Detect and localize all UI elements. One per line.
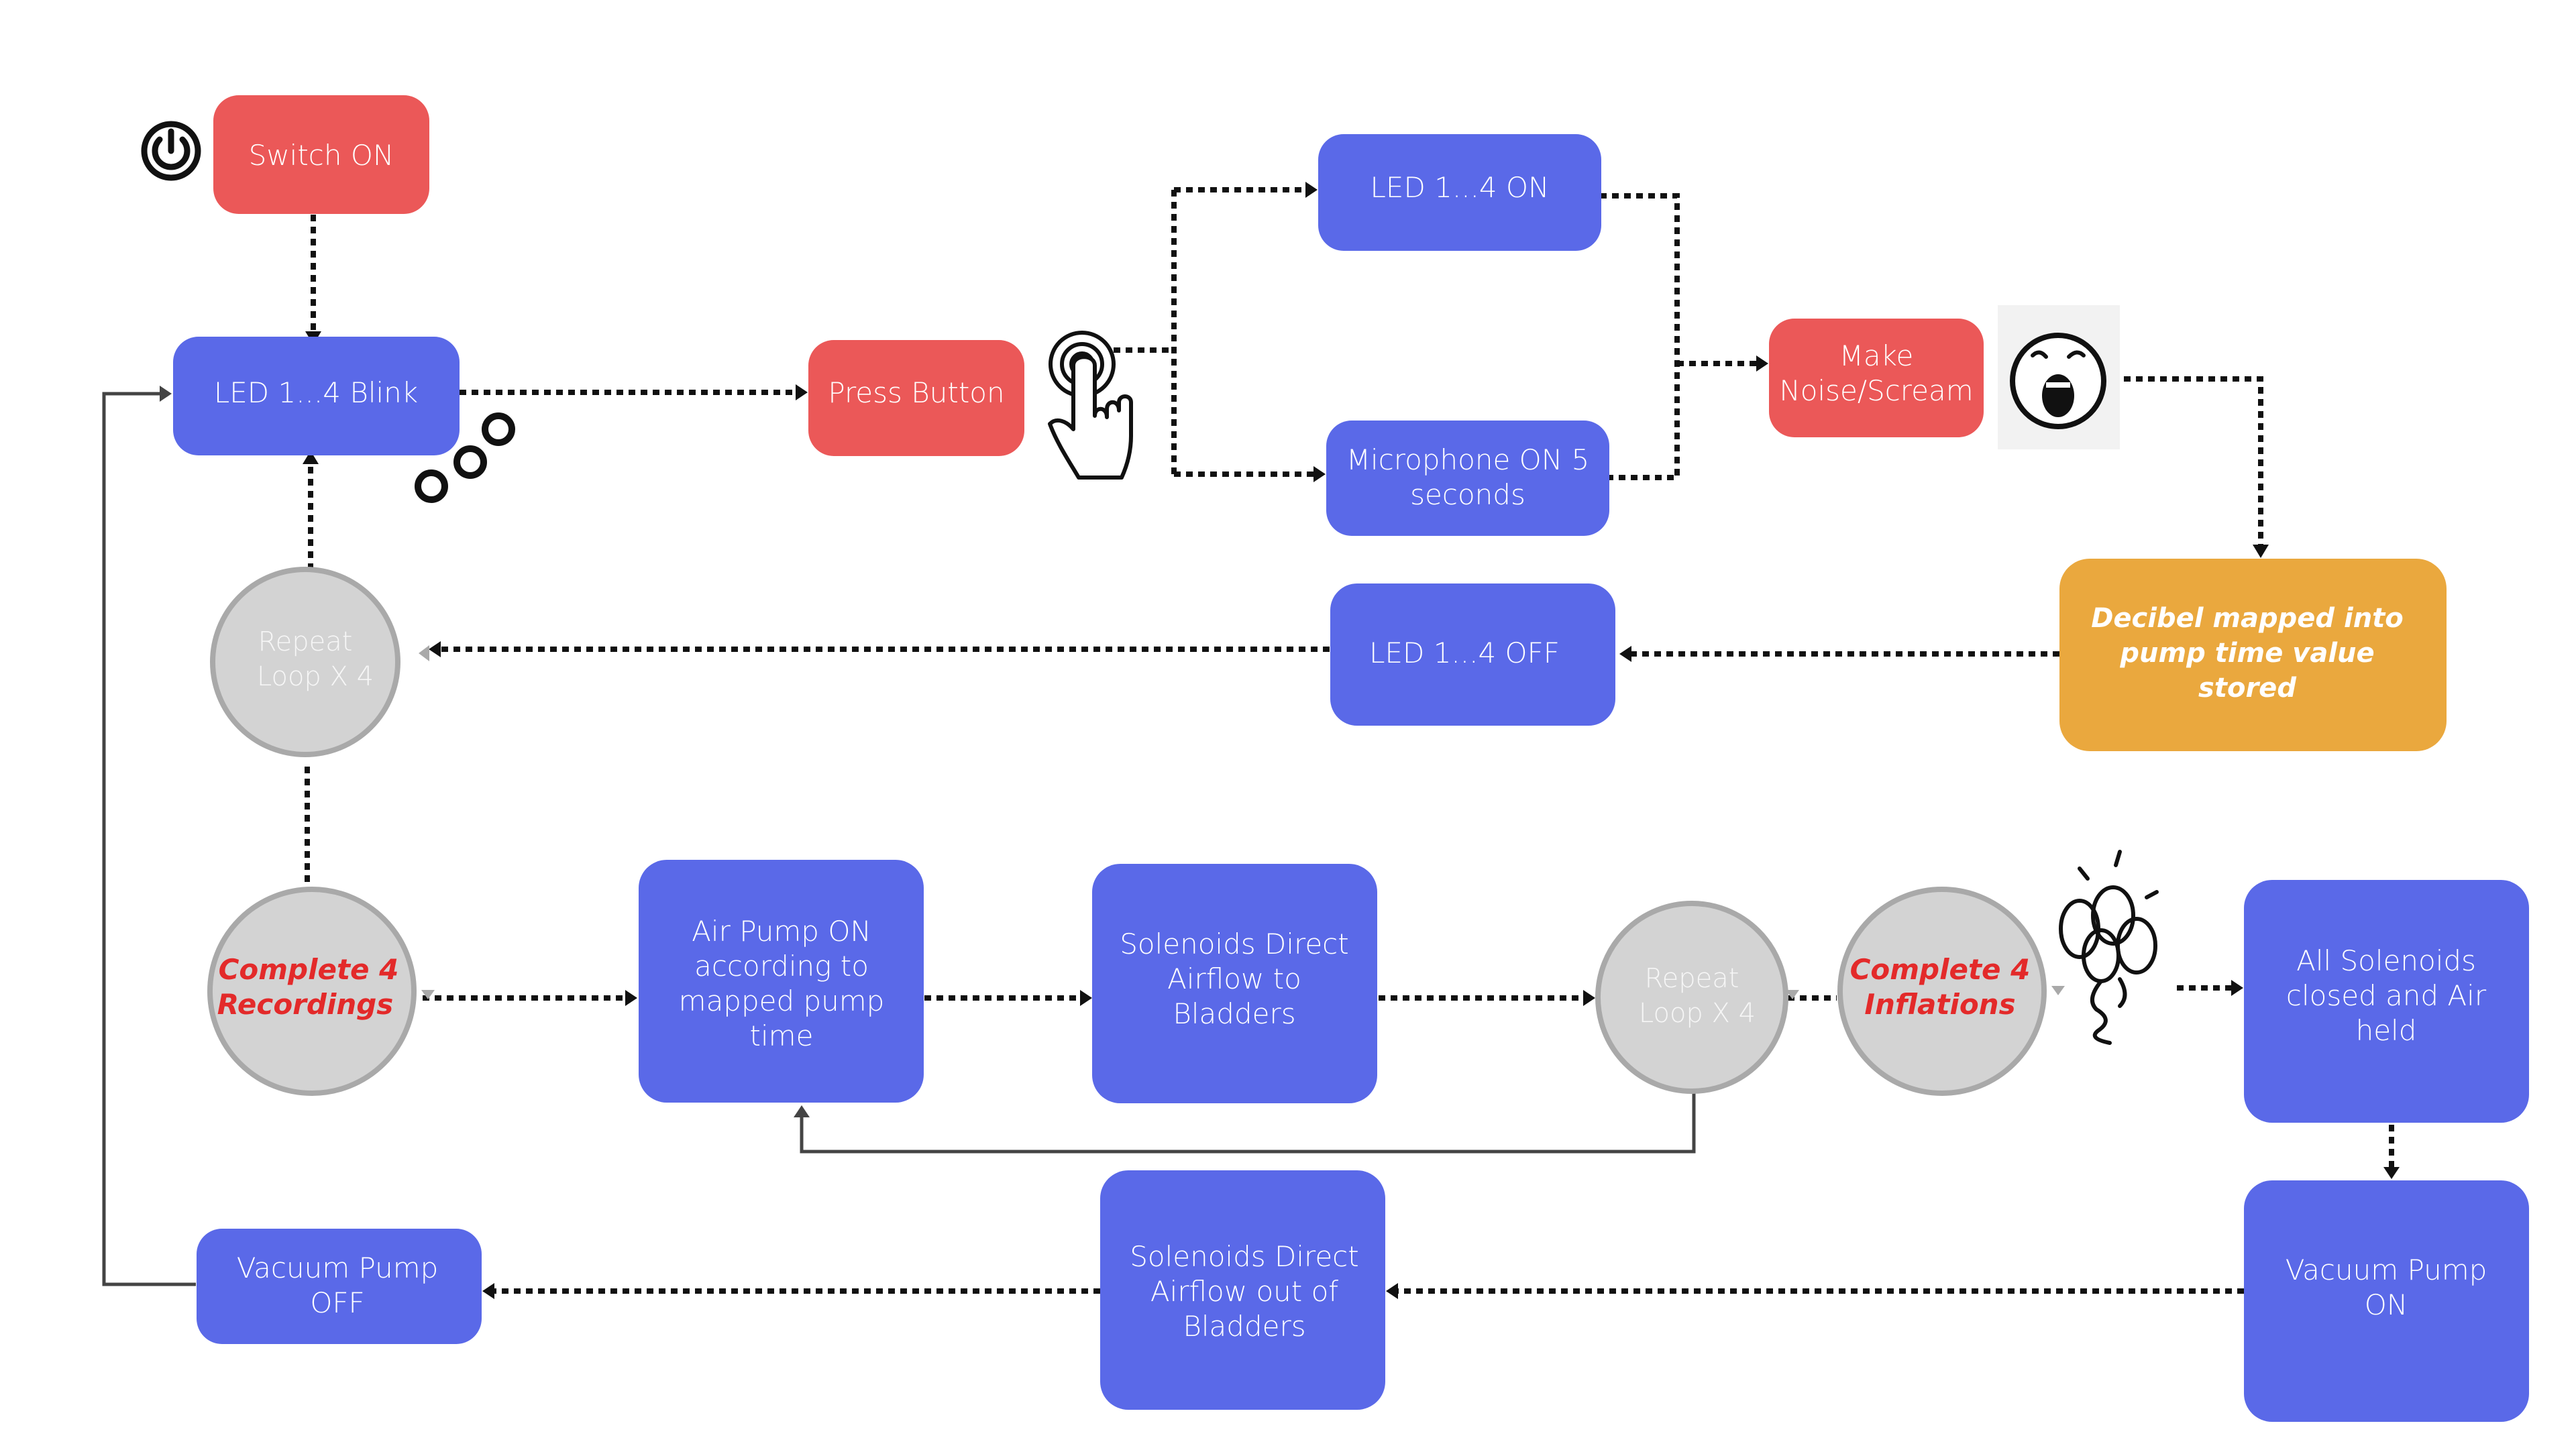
led-blink-node: LED 1...4 Blink <box>173 337 460 455</box>
complete-recordings-node: Complete 4 Recordings <box>207 887 435 1096</box>
arrowhead <box>303 451 319 464</box>
repeat-loop-1-label-1: Repeat <box>258 626 353 657</box>
press-button-node: Press Button <box>808 340 1024 456</box>
solenoids-to-label-2: Airflow to <box>1167 962 1301 995</box>
arrowhead <box>1583 990 1595 1006</box>
press-button-label: Press Button <box>828 376 1004 409</box>
complete-recordings-label-2: Recordings <box>217 988 394 1021</box>
vacuum-off-label-1: Vacuum Pump <box>237 1251 439 1284</box>
arrowhead <box>429 641 441 657</box>
vacuum-on-label-1: Vacuum Pump <box>2286 1254 2487 1286</box>
led-off-node: LED 1...4 OFF <box>1330 583 1615 726</box>
decibel-label-1: Decibel mapped into <box>2091 603 2404 634</box>
connector-scream-to-decibel <box>2112 376 2263 547</box>
complete-inflations-label-1: Complete 4 <box>1850 953 2031 986</box>
switch-on-label: Switch ON <box>249 139 394 172</box>
power-icon <box>141 121 201 181</box>
arrowhead <box>482 1283 494 1299</box>
air-pump-label-1: Air Pump ON <box>692 915 871 948</box>
blink-circles-icon <box>415 412 515 503</box>
connector-vacuum-off-to-blink <box>102 392 196 1286</box>
arrowhead <box>1756 355 1768 372</box>
led-blink-label: LED 1...4 Blink <box>214 376 418 409</box>
complete-inflations-node: Complete 4 Inflations <box>1837 887 2065 1096</box>
solenoids-to-label-1: Solenoids Direct <box>1120 928 1349 960</box>
complete-recordings-label-1: Complete 4 <box>219 953 399 986</box>
solenoids-out-label-3: Bladders <box>1183 1310 1305 1343</box>
solenoids-out-label-1: Solenoids Direct <box>1130 1240 1359 1273</box>
all-solenoids-label-2: closed and Air <box>2286 979 2487 1012</box>
make-noise-node: Make Noise/Scream <box>1769 319 1984 437</box>
connectors <box>102 182 2400 1299</box>
led-on-label: LED 1...4 ON <box>1371 171 1550 204</box>
all-solenoids-label-1: All Solenoids <box>2296 944 2476 977</box>
connector-led-on-right <box>1600 193 1680 480</box>
arrowhead <box>794 1105 810 1117</box>
arrowhead <box>2253 545 2269 558</box>
arrowhead <box>625 990 637 1006</box>
microphone-label-2: seconds <box>1410 478 1525 511</box>
solenoids-to-bladders-node: Solenoids Direct Airflow to Bladders <box>1092 864 1377 1103</box>
repeat-loop-2-label-2: Loop X 4 <box>1639 998 1756 1029</box>
arrowhead <box>1305 182 1318 198</box>
arrowhead <box>1313 466 1326 482</box>
repeat-loop-1-node: Repeat Loop X 4 <box>210 567 429 757</box>
vacuum-off-label-2: OFF <box>310 1286 364 1319</box>
arrowhead <box>1080 990 1092 1006</box>
balloons-icon <box>2059 850 2159 1045</box>
pointing-hand-icon <box>1048 331 1133 480</box>
led-on-node: LED 1...4 ON <box>1318 134 1601 251</box>
complete-inflations-label-2: Inflations <box>1864 988 2015 1021</box>
make-noise-label-1: Make <box>1839 339 1914 372</box>
screaming-face-icon <box>1998 305 2120 449</box>
microphone-on-node: Microphone ON 5 seconds <box>1326 421 1609 536</box>
air-pump-label-4: time <box>750 1019 814 1052</box>
microphone-label-1: Microphone ON 5 <box>1346 443 1589 476</box>
all-solenoids-label-3: held <box>2356 1014 2417 1047</box>
vacuum-pump-on-node: Vacuum Pump ON <box>2244 1180 2529 1422</box>
repeat-loop-2-node: Repeat Loop X 4 <box>1595 901 1799 1094</box>
connector-loop-back-to-air-pump <box>800 1091 1696 1154</box>
air-pump-label-2: according to <box>694 950 869 983</box>
arrowhead <box>796 384 808 400</box>
decibel-node: Decibel mapped into pump time value stor… <box>2059 559 2447 751</box>
decibel-label-2: pump time value <box>2119 638 2374 669</box>
arrowhead <box>160 386 172 402</box>
air-pump-on-node: Air Pump ON according to mapped pump tim… <box>639 860 924 1103</box>
solenoids-out-of-bladders-node: Solenoids Direct Airflow out of Bladders <box>1100 1170 1385 1410</box>
switch-on-node: Switch ON <box>213 95 429 214</box>
arrowhead <box>2383 1167 2400 1179</box>
solenoids-to-label-3: Bladders <box>1173 997 1295 1030</box>
arrowhead <box>2231 980 2243 996</box>
decibel-label-3: stored <box>2198 673 2296 704</box>
air-pump-label-3: mapped pump <box>679 985 885 1017</box>
led-off-label: LED 1...4 OFF <box>1369 636 1560 669</box>
all-solenoids-closed-node: All Solenoids closed and Air held <box>2244 880 2529 1123</box>
solenoids-out-label-2: Airflow out of <box>1150 1275 1338 1308</box>
arrowhead <box>1619 646 1631 662</box>
repeat-loop-1-label-2: Loop X 4 <box>257 661 374 692</box>
arrowhead <box>1386 1283 1398 1299</box>
make-noise-label-2: Noise/Scream <box>1779 374 1973 407</box>
repeat-loop-2-label-1: Repeat <box>1645 963 1739 994</box>
vacuum-pump-off-node: Vacuum Pump OFF <box>197 1229 482 1344</box>
vacuum-on-label-2: ON <box>2365 1288 2408 1321</box>
